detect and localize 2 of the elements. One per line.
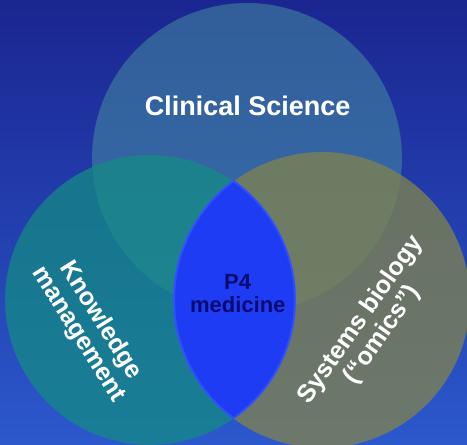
set-label: Clinical Science (144, 92, 352, 120)
set-label: P4 medicine (190, 270, 285, 316)
